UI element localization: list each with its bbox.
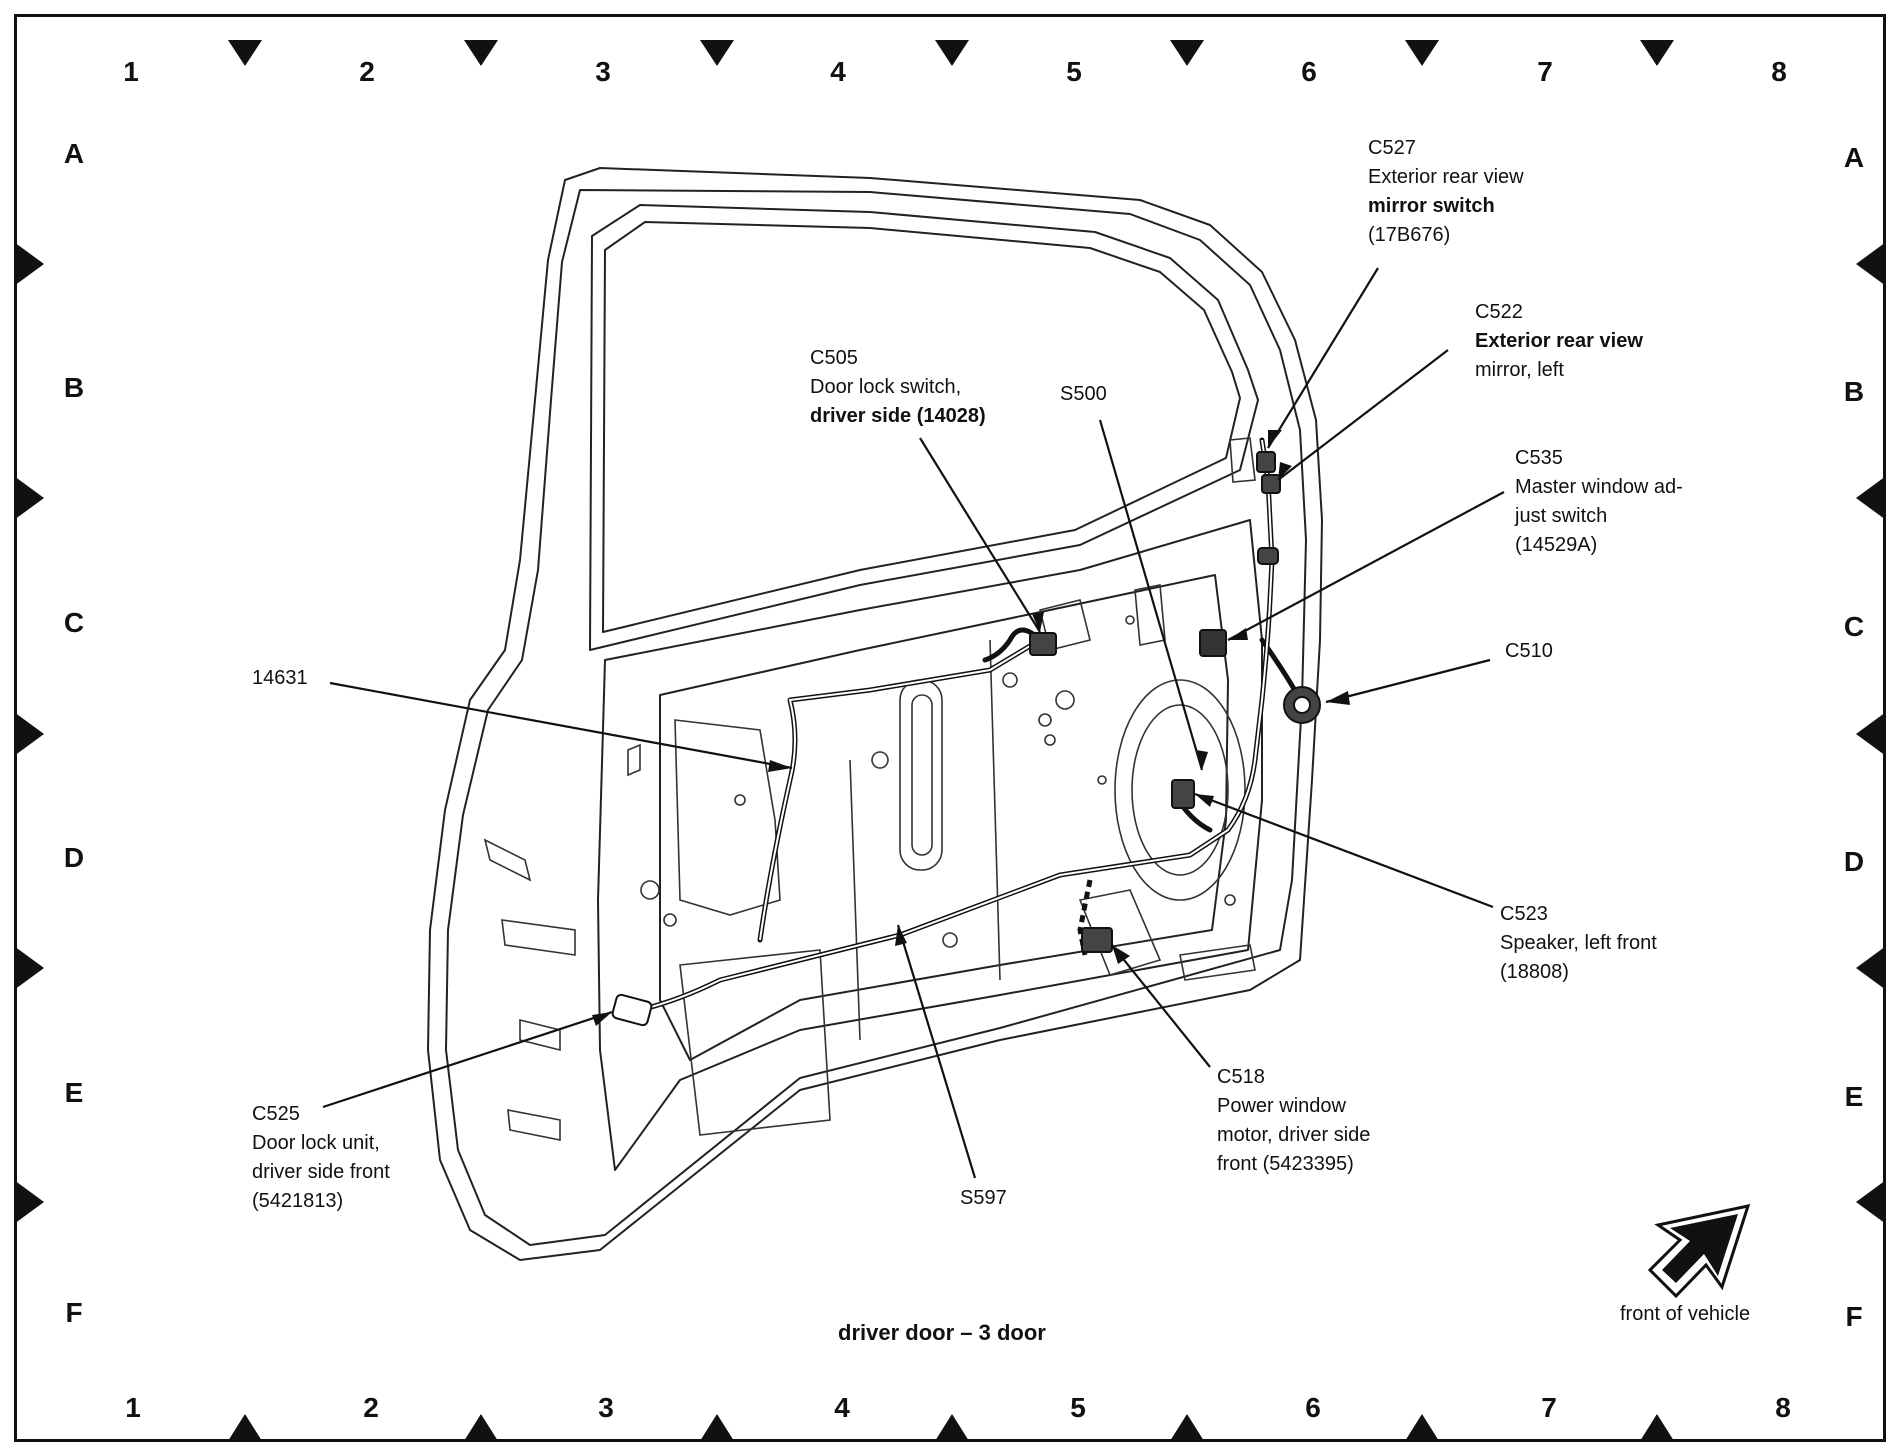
label-line: Exterior rear view <box>1368 166 1524 188</box>
grid-row-label: B <box>63 372 85 403</box>
grid-col-label: 3 <box>598 1392 614 1423</box>
label-line: driver side (14028) <box>810 405 986 427</box>
splice-code: S597 <box>960 1187 1007 1209</box>
grid-col-label: 6 <box>1301 56 1317 87</box>
connectors <box>611 451 1321 1027</box>
connector-code: C518 <box>1217 1066 1265 1088</box>
label-s597: S597 <box>960 1184 1007 1213</box>
label-line: (5421813) <box>252 1190 344 1212</box>
label-line: Door lock unit, <box>252 1132 380 1154</box>
grid-col-label: 2 <box>359 56 375 87</box>
grid-row-label: C <box>63 607 85 638</box>
grid-col-label: 4 <box>834 1392 850 1423</box>
grid-col-label: 8 <box>1775 1392 1791 1423</box>
label-c522: C522 Exterior rear view mirror, left <box>1475 298 1643 385</box>
connector-code: C525 <box>252 1103 300 1125</box>
grid-col-label: 7 <box>1537 56 1553 87</box>
label-line: (18808) <box>1500 961 1569 983</box>
label-line: front (5423395) <box>1217 1153 1354 1175</box>
leader-arrowheads <box>592 430 1350 1026</box>
label-14631: 14631 <box>252 664 308 693</box>
harness-highlight <box>639 439 1274 1011</box>
grid-row-label: E <box>64 1077 84 1108</box>
label-line: (17B676) <box>1368 224 1451 246</box>
harness-code: 14631 <box>252 667 308 689</box>
label-line: mirror switch <box>1368 195 1495 217</box>
connector-code: C527 <box>1368 137 1416 159</box>
grid-col-label: 6 <box>1305 1392 1321 1423</box>
label-c518: C518 Power window motor, driver side fro… <box>1217 1063 1370 1179</box>
grid-row-label: A <box>1843 142 1865 173</box>
label-line: just switch <box>1515 505 1608 527</box>
grid-row-label: D <box>63 842 85 873</box>
label-line: Door lock switch, <box>810 376 962 398</box>
label-line: Master window ad- <box>1515 476 1683 498</box>
grid-row-label: E <box>1844 1081 1864 1112</box>
grid-col-label: 5 <box>1066 56 1082 87</box>
door-outline <box>427 167 1323 1261</box>
grid-row-label: C <box>1843 611 1865 642</box>
wiring-harness <box>637 437 1303 1013</box>
label-c527: C527 Exterior rear view mirror switch (1… <box>1368 134 1524 250</box>
leader-lines <box>322 267 1505 1179</box>
grid-row-label: B <box>1843 376 1865 407</box>
label-c535: C535 Master window ad- just switch (1452… <box>1515 444 1683 560</box>
grid-col-label: 3 <box>595 56 611 87</box>
motor-branch-wire <box>1077 879 1093 956</box>
label-s500: S500 <box>1060 380 1107 409</box>
label-line: (14529A) <box>1515 534 1598 556</box>
front-of-vehicle-label: front of vehicle <box>1620 1303 1751 1325</box>
splice-code: S500 <box>1060 383 1107 405</box>
grid-markers <box>14 40 1886 1441</box>
label-line: Speaker, left front <box>1500 932 1657 954</box>
grid-col-label: 8 <box>1771 56 1787 87</box>
grid-row-label: A <box>63 138 85 169</box>
connector-code: C510 <box>1505 640 1553 662</box>
connector-code: C505 <box>810 347 858 369</box>
label-c510: C510 <box>1505 637 1553 666</box>
label-c523: C523 Speaker, left front (18808) <box>1500 900 1657 987</box>
grid-col-label: 7 <box>1541 1392 1557 1423</box>
label-c525: C525 Door lock unit, driver side front (… <box>252 1100 390 1216</box>
label-c505: C505 Door lock switch, driver side (1402… <box>810 344 986 431</box>
grid-row-label: F <box>1845 1301 1863 1332</box>
grid-col-label: 2 <box>363 1392 379 1423</box>
grid-row-label: F <box>65 1297 83 1328</box>
connector-code: C522 <box>1475 301 1523 323</box>
grid-col-label: 1 <box>123 56 139 87</box>
grid-row-label: D <box>1843 846 1865 877</box>
connector-code: C535 <box>1515 447 1563 469</box>
label-line: motor, driver side <box>1217 1124 1371 1146</box>
label-line: Power window <box>1217 1095 1346 1117</box>
connector-code: C523 <box>1500 903 1548 925</box>
label-line: Exterior rear view <box>1475 330 1643 352</box>
grid-col-label: 5 <box>1070 1392 1086 1423</box>
label-line: mirror, left <box>1475 359 1564 381</box>
diagram-title: driver door – 3 door <box>838 1320 1046 1345</box>
front-of-vehicle-arrow <box>1647 1203 1751 1299</box>
grid-col-label: 1 <box>125 1392 141 1423</box>
grid-col-label: 4 <box>830 56 846 87</box>
label-line: driver side front <box>252 1161 390 1183</box>
